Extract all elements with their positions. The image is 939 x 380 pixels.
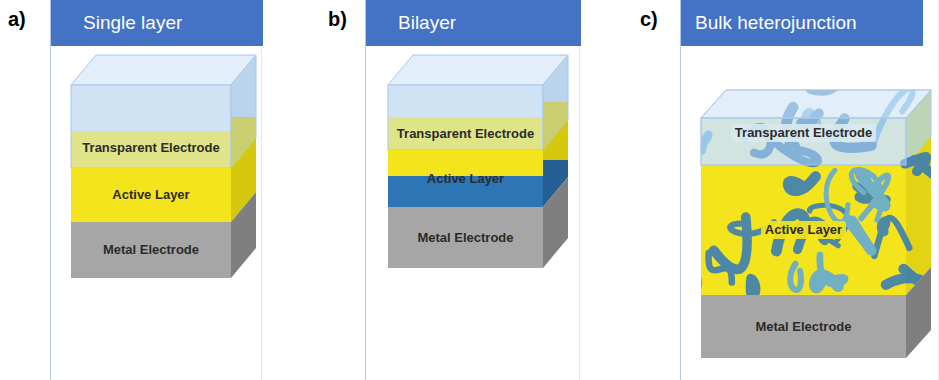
device-layer: Transparent Electrode bbox=[388, 85, 543, 150]
device-panel: Single layerTransparent ElectrodeActive … bbox=[50, 0, 262, 380]
panel-letter: a) bbox=[8, 8, 26, 31]
device-layer: Metal Electrode bbox=[701, 295, 906, 358]
layer-label: Transparent Electrode bbox=[397, 126, 534, 142]
panel-header: Bulk heterojunction bbox=[681, 0, 923, 46]
device-layer: Active Layer bbox=[388, 150, 543, 207]
device-layer: Active Layer bbox=[71, 168, 231, 222]
layer-label: Transparent Electrode bbox=[82, 140, 219, 156]
layer-label: Metal Electrode bbox=[755, 319, 851, 335]
layer-label: Transparent Electrode bbox=[731, 124, 876, 142]
device-panel: BilayerTransparent ElectrodeActive Layer… bbox=[365, 0, 580, 380]
layer-label: Active Layer bbox=[427, 171, 504, 187]
panel-title: Bulk heterojunction bbox=[695, 12, 857, 34]
panel-letter: b) bbox=[328, 8, 347, 31]
device-layer: Active Layer bbox=[701, 165, 906, 295]
panel-title: Single layer bbox=[83, 12, 182, 34]
device-layer: Transparent Electrode bbox=[701, 118, 906, 165]
panel-header: Single layer bbox=[51, 0, 263, 46]
layer-stack-illustration bbox=[366, 0, 581, 380]
device-layer: Transparent Electrode bbox=[71, 85, 231, 168]
device-layer: Metal Electrode bbox=[388, 207, 543, 268]
layer-label: Active Layer bbox=[112, 187, 189, 203]
layer-label: Active Layer bbox=[761, 221, 846, 239]
device-layer: Metal Electrode bbox=[71, 222, 231, 278]
layer-label: Metal Electrode bbox=[417, 230, 513, 246]
panel-title: Bilayer bbox=[398, 12, 456, 34]
panel-letter: c) bbox=[640, 8, 658, 31]
device-panel: Bulk heterojunctionTransparent Electrode… bbox=[680, 0, 939, 380]
panel-header: Bilayer bbox=[366, 0, 581, 46]
layer-label: Metal Electrode bbox=[103, 242, 199, 258]
